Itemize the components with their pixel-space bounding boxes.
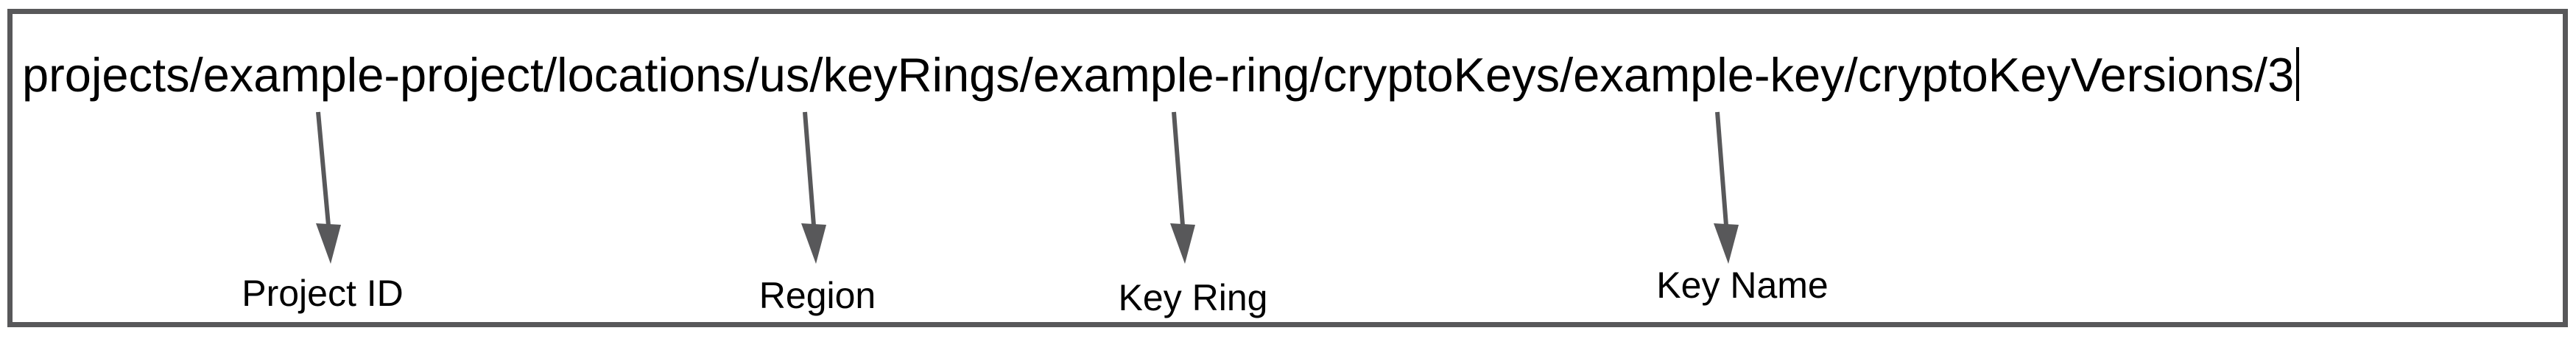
resource-path-value: projects/example-project/locations/us/ke… <box>22 48 2295 102</box>
diagram-frame <box>7 9 2568 327</box>
callout-label-region: Region <box>759 275 876 316</box>
callout-label-project-id: Project ID <box>242 273 404 314</box>
callout-label-key-ring: Key Ring <box>1118 277 1268 318</box>
resource-path-text[interactable]: projects/example-project/locations/us/ke… <box>22 47 2300 102</box>
callout-label-key-name: Key Name <box>1656 265 1829 306</box>
text-cursor <box>2296 47 2300 101</box>
